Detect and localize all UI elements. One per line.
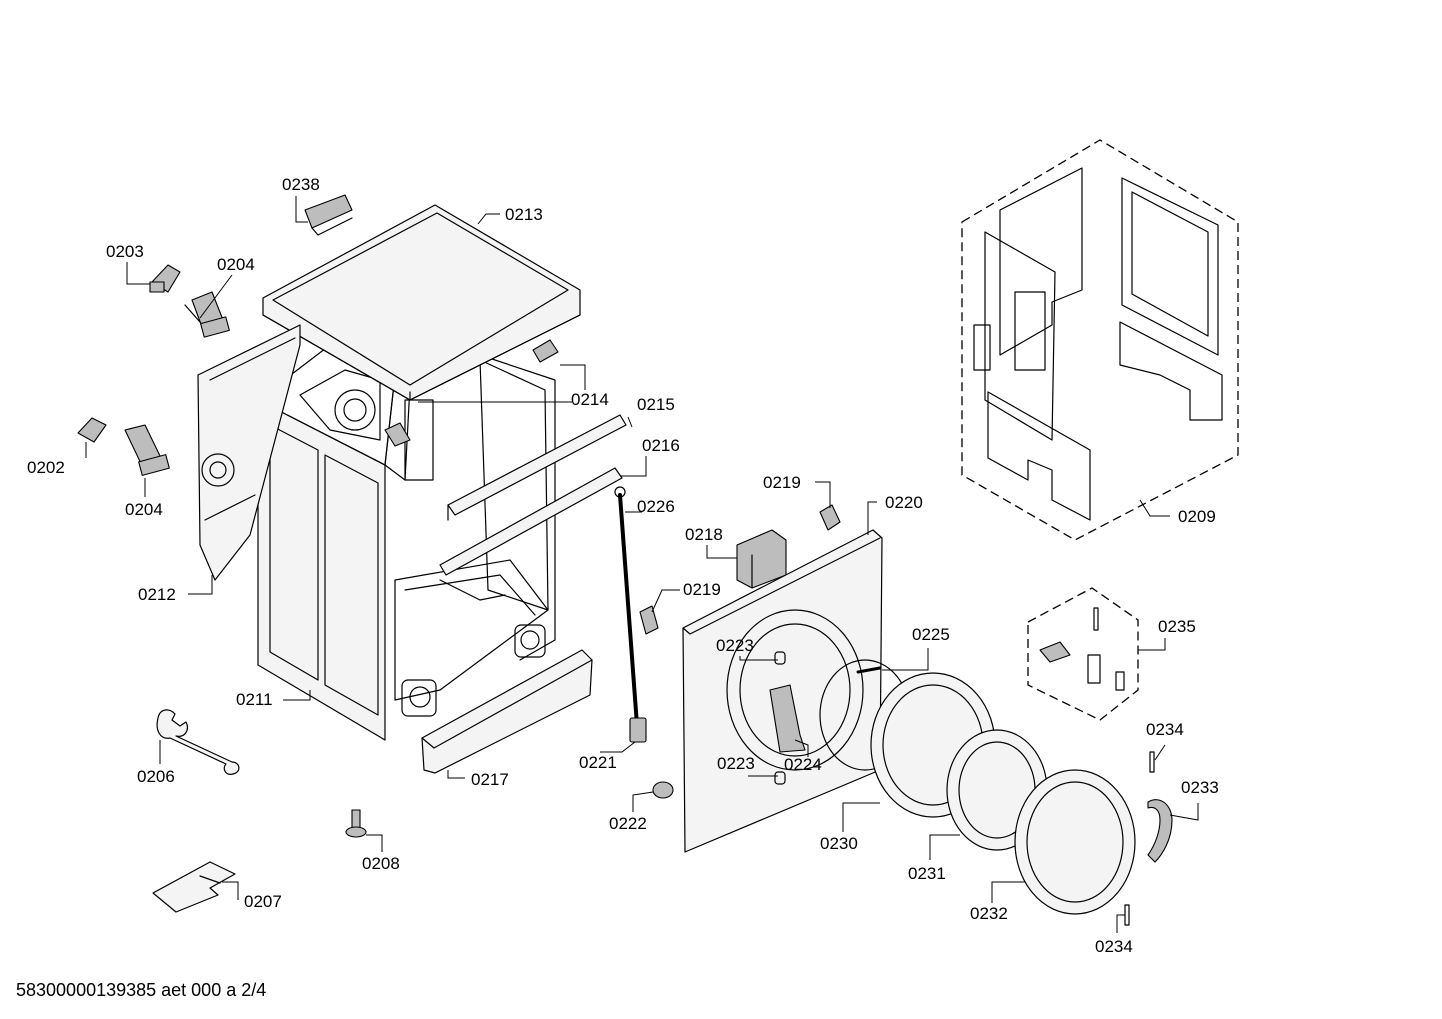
clip-0238 (304, 194, 353, 236)
callout-0202: 0202 (27, 458, 65, 477)
callout-0209: 0209 (1178, 507, 1216, 526)
callout-labels: 0238 0213 0203 0204 0214 0215 0216 0202 … (27, 175, 1219, 956)
part-0222 (652, 781, 674, 799)
callout-0225: 0225 (912, 625, 950, 644)
callout-0234-upper: 0234 (1146, 720, 1184, 739)
callout-0214: 0214 (571, 390, 609, 409)
callout-0234-lower: 0234 (1095, 937, 1133, 956)
callout-0223-upper: 0223 (716, 636, 754, 655)
callout-0218: 0218 (685, 525, 723, 544)
cabinet-body (257, 344, 556, 741)
plate-0207 (152, 861, 236, 913)
callout-0213: 0213 (505, 205, 543, 224)
rail-0215 (447, 414, 627, 521)
pin-0234-upper (1149, 751, 1155, 773)
callout-0215: 0215 (637, 395, 675, 414)
callout-0232: 0232 (970, 904, 1008, 923)
handle-0233 (1147, 799, 1173, 863)
callout-0206: 0206 (137, 767, 175, 786)
inlet-valve-lower (77, 417, 170, 476)
callout-0220: 0220 (885, 493, 923, 512)
callout-0208: 0208 (362, 854, 400, 873)
callout-0223-lower: 0223 (717, 754, 755, 773)
callout-0233: 0233 (1181, 778, 1219, 797)
callout-0221: 0221 (579, 753, 617, 772)
rail-0216 (439, 467, 623, 576)
callout-0230: 0230 (820, 834, 858, 853)
top-cover (262, 204, 581, 401)
leader-lines (85, 196, 1199, 933)
callout-0204-upper: 0204 (217, 255, 255, 274)
front-panel-0220 (682, 529, 883, 853)
callout-0222: 0222 (609, 814, 647, 833)
spanner-0206 (156, 709, 240, 775)
bracket-0214 (384, 339, 559, 447)
callout-0204-lower: 0204 (125, 500, 163, 519)
door-outer-ring-0232 (1014, 769, 1136, 915)
callout-0219-upper: 0219 (763, 473, 801, 492)
callout-0235: 0235 (1158, 617, 1196, 636)
part-0221 (629, 717, 647, 743)
pin-0234-lower (1124, 904, 1130, 926)
plinth-0217 (421, 649, 593, 774)
callout-0238: 0238 (282, 175, 320, 194)
callout-0226: 0226 (637, 497, 675, 516)
callout-0219-lower: 0219 (683, 580, 721, 599)
inlet-valve-upper (149, 264, 230, 338)
callout-0203: 0203 (106, 242, 144, 261)
callout-0211: 0211 (236, 690, 273, 709)
document-footer-id: 58300000139385 aet 000 a 2/4 (16, 980, 267, 1000)
clip-0219-lower (639, 605, 659, 635)
callout-0224: 0224 (784, 755, 822, 774)
callout-0212: 0212 (138, 585, 176, 604)
rear-panel (197, 324, 301, 581)
clip-0219-upper (819, 504, 841, 531)
callout-0217: 0217 (471, 770, 509, 789)
rod-0226 (614, 486, 639, 727)
callout-0216: 0216 (642, 436, 680, 455)
foot-0208 (345, 809, 367, 838)
callout-0231: 0231 (908, 864, 946, 883)
packaging-0209 (961, 139, 1239, 541)
kit-0235 (1027, 587, 1139, 721)
callout-0207: 0207 (244, 892, 282, 911)
